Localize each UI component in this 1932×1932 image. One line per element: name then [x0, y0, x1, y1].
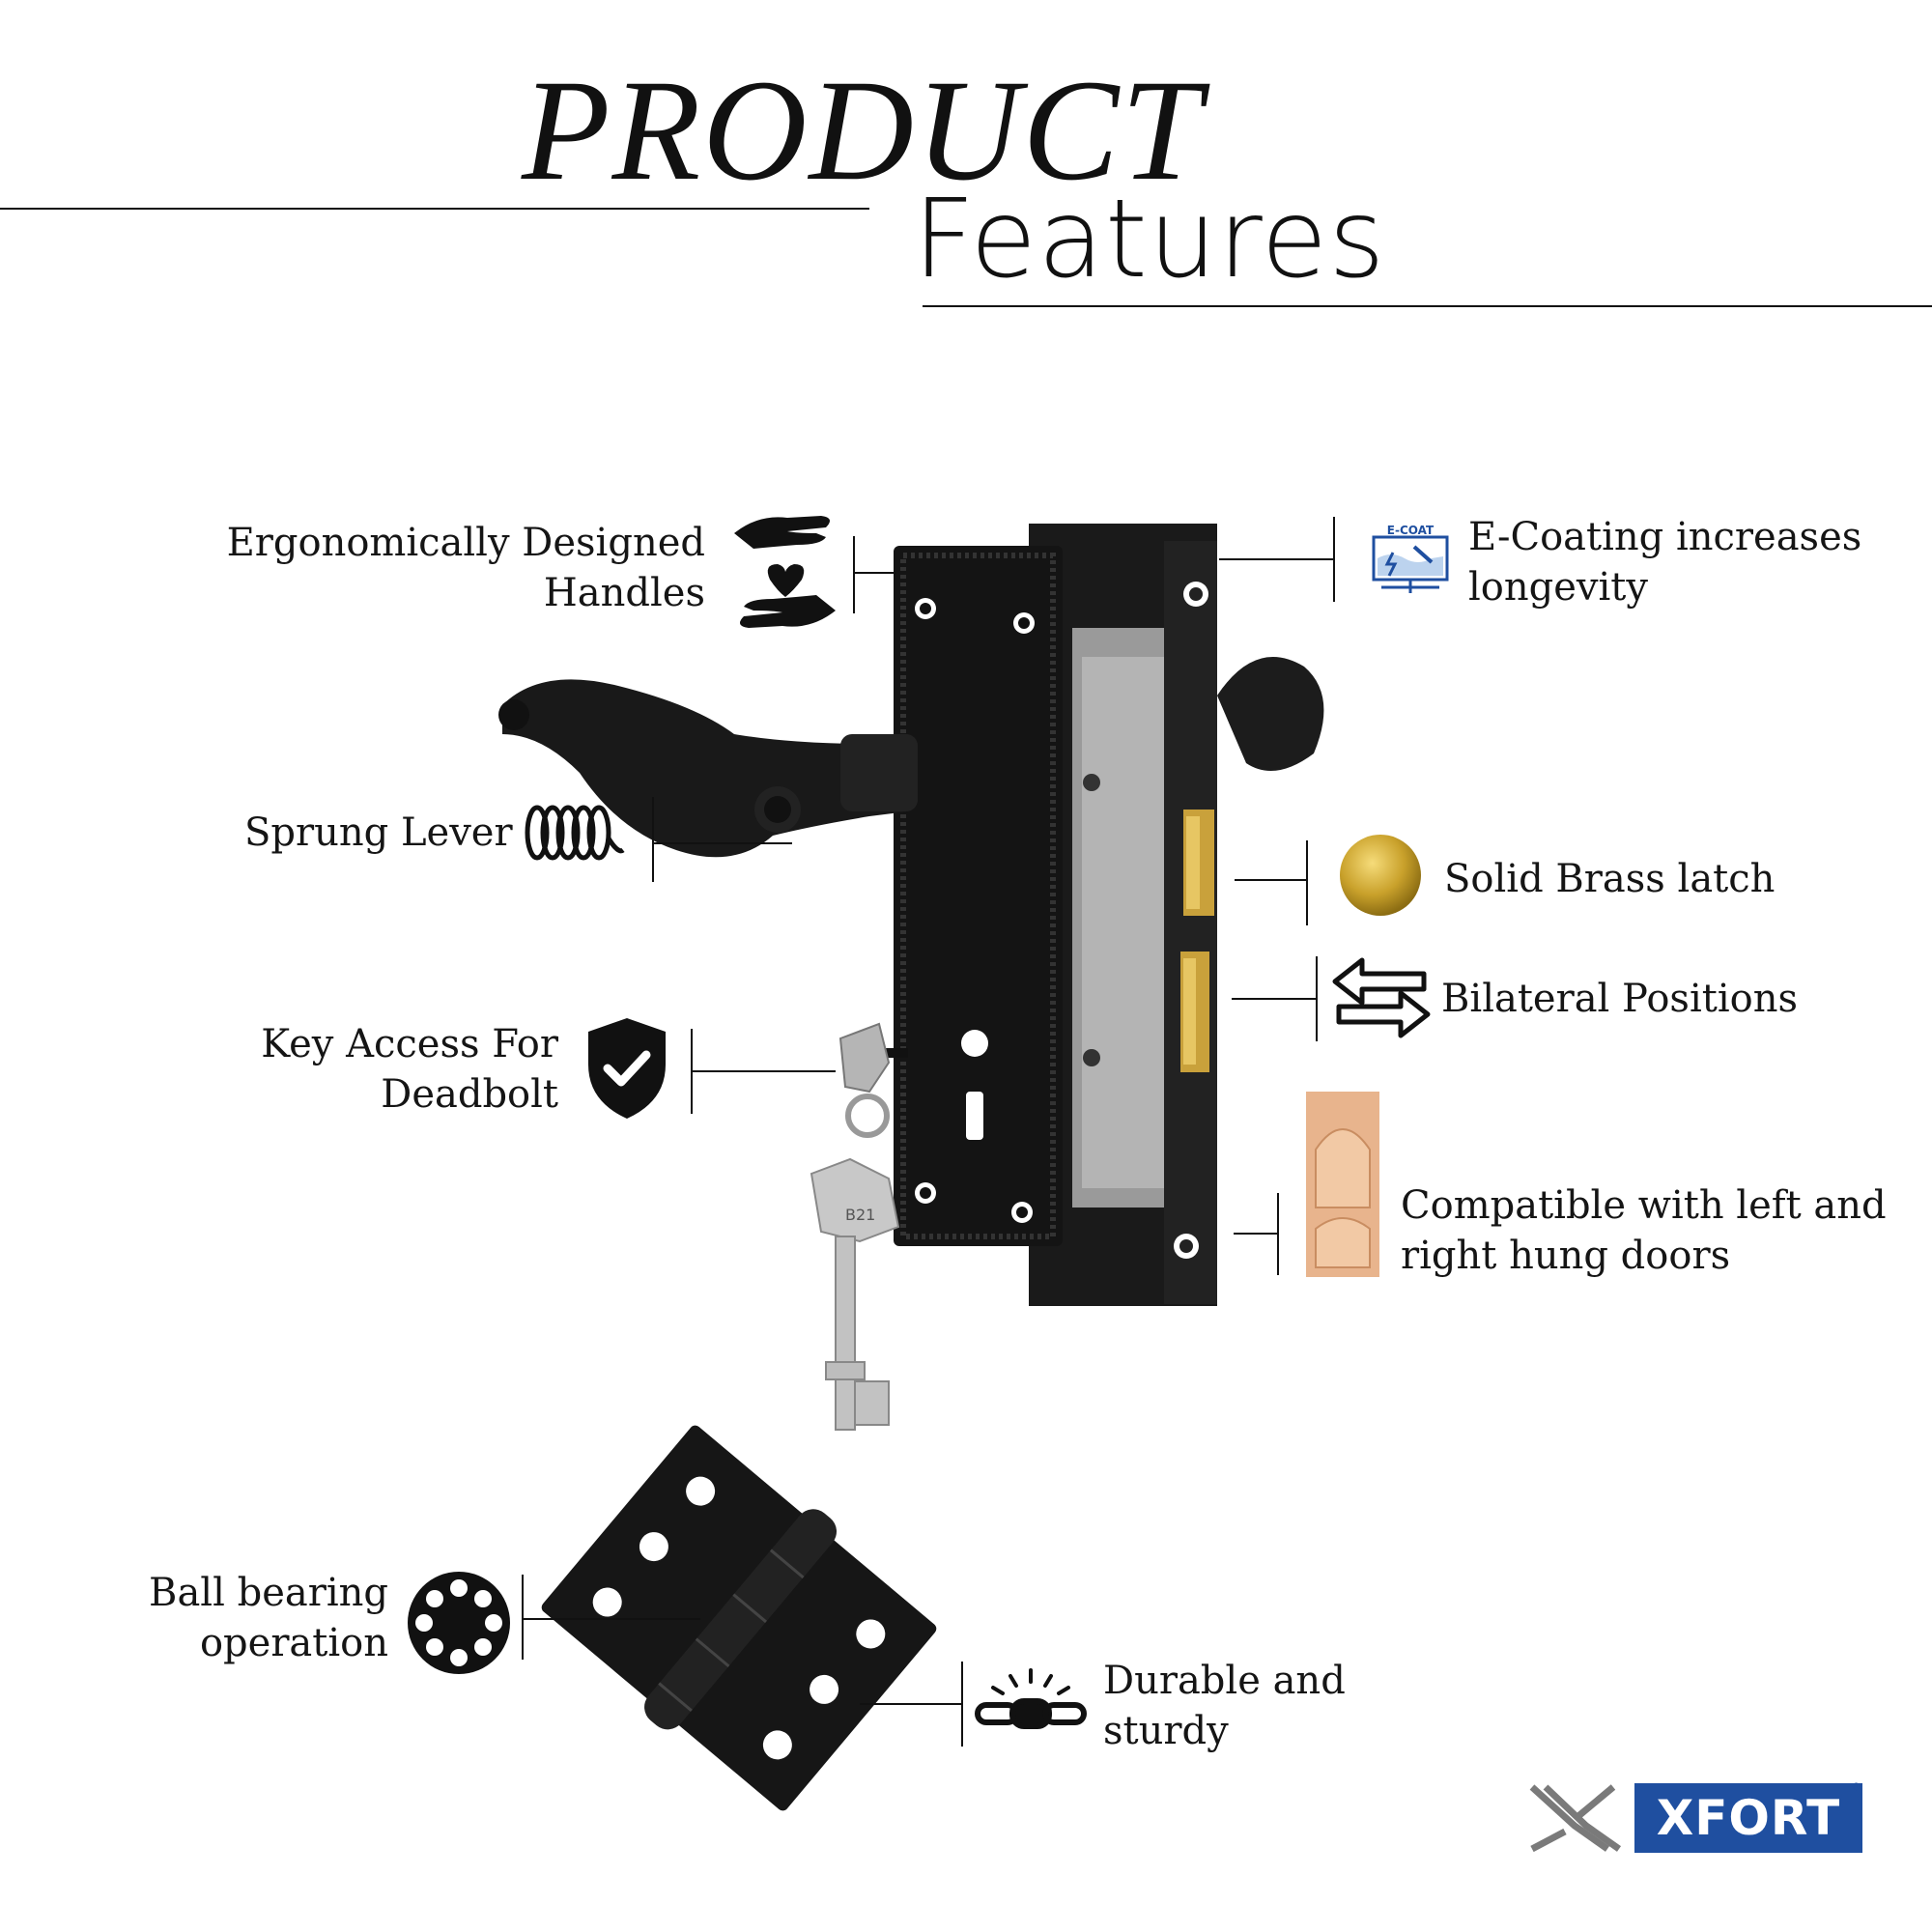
keys: B21	[810, 1022, 908, 1431]
feature-durable-line2: sturdy	[1103, 1709, 1229, 1753]
leader-key-h	[691, 1070, 836, 1072]
leader-sprung-h	[652, 842, 792, 844]
leader-sprung-v	[652, 797, 654, 882]
key-tag-label: B21	[845, 1206, 875, 1224]
feature-solid-brass-latch: Solid Brass latch	[1444, 857, 1776, 901]
leader-ecoat-v	[1333, 517, 1335, 602]
leader-durable-h	[860, 1703, 961, 1705]
feature-compatible-doors: Compatible with left and right hung door…	[1401, 1180, 1887, 1281]
mortice-lock-body	[1029, 524, 1217, 1306]
leader-bilateral-h	[1232, 998, 1317, 1000]
leader-bilateral-v	[1316, 956, 1318, 1041]
feature-ergonomic-line2: Handles	[543, 571, 705, 615]
header-rule-right	[923, 305, 1932, 307]
bidirectional-arrows-icon	[1332, 957, 1431, 1038]
feature-ball-line2: operation	[199, 1621, 388, 1665]
leader-brass-v	[1306, 840, 1308, 925]
feature-ball-line1: Ball bearing	[149, 1571, 388, 1615]
leader-ergonomic-v	[853, 536, 855, 613]
feature-durable-line1: Durable and	[1103, 1659, 1346, 1703]
leader-ball-h	[522, 1618, 700, 1620]
header-rule-left	[0, 208, 869, 210]
lever-handle	[498, 679, 918, 858]
e-coat-icon: E-COAT	[1372, 524, 1449, 593]
leader-brass-h	[1235, 879, 1307, 881]
hinge	[541, 1425, 937, 1811]
door-icon	[1306, 1092, 1379, 1277]
brand-logo: XFORT	[1634, 1783, 1862, 1853]
feature-bilateral-positions: Bilateral Positions	[1441, 977, 1798, 1021]
leader-ergonomic-h	[853, 572, 896, 574]
feature-durable-sturdy: Durable and sturdy	[1103, 1656, 1346, 1756]
brand-registered-mark: ®	[1851, 1780, 1861, 1793]
feature-key-line1: Key Access For	[261, 1022, 558, 1066]
leader-ecoat-h	[1219, 558, 1333, 560]
xfort-x-logo-icon	[1529, 1784, 1622, 1853]
leader-compatible-h	[1234, 1233, 1277, 1235]
feature-ecoat-line1: E-Coating increases	[1468, 515, 1862, 559]
feature-ecoat-line2: longevity	[1468, 565, 1648, 610]
leader-ball-v	[522, 1575, 524, 1660]
leader-durable-v	[961, 1662, 963, 1747]
feature-ball-bearing: Ball bearing operation	[97, 1568, 388, 1668]
title-features: Features	[913, 177, 1386, 302]
hands-heart-icon	[734, 516, 836, 628]
backplate	[894, 546, 1063, 1246]
chain-icon	[975, 1668, 1087, 1729]
feature-key-line2: Deadbolt	[381, 1072, 558, 1117]
shield-check-icon	[588, 1018, 666, 1119]
feature-compatible-line2: right hung doors	[1401, 1234, 1731, 1278]
brass-coin-icon	[1340, 835, 1421, 916]
feature-sprung-lever: Sprung Lever	[244, 810, 513, 855]
feature-compatible-line1: Compatible with left and	[1401, 1183, 1887, 1228]
feature-ergonomic-handles: Ergonomically Designed Handles	[193, 518, 705, 618]
ball-bearing-icon	[408, 1572, 510, 1674]
e-coat-badge-label: E-COAT	[1387, 524, 1435, 537]
feature-e-coating: E-Coating increases longevity	[1468, 512, 1861, 612]
spring-icon	[525, 805, 625, 861]
feature-key-access: Key Access For Deadbolt	[193, 1019, 558, 1120]
leader-compatible-v	[1277, 1193, 1279, 1275]
title-product: PRODUCT	[522, 50, 1204, 211]
feature-ergonomic-line1: Ergonomically Designed	[226, 521, 705, 565]
